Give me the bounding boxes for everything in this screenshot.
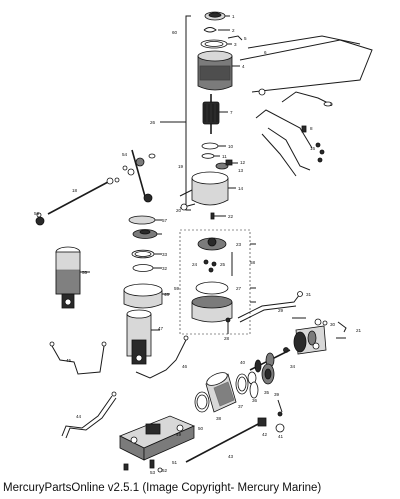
- valve-body-assembly: [179, 229, 256, 335]
- callout-6: 6: [264, 50, 267, 55]
- long-rod: [35, 177, 120, 226]
- callout-57: 57: [162, 218, 168, 223]
- callout-27: 27: [236, 286, 242, 291]
- callout-38: 38: [216, 416, 222, 421]
- callout-58: 58: [250, 260, 256, 265]
- callout-11: 11: [222, 154, 227, 159]
- callout-35: 35: [264, 390, 270, 395]
- tilt-ram: [55, 246, 90, 309]
- callout-25: 25: [220, 262, 226, 267]
- tube-45: [49, 341, 107, 375]
- callout-48: 48: [164, 292, 170, 297]
- small-valve-pin: [225, 317, 231, 334]
- callout-7: 7: [230, 110, 233, 115]
- callout-46: 46: [182, 364, 188, 369]
- callout-20: 20: [176, 208, 182, 213]
- small-fittings: [123, 459, 163, 473]
- callout-28: 28: [224, 336, 230, 341]
- callout-33: 33: [162, 252, 168, 257]
- callout-14: 14: [238, 186, 244, 191]
- end-plug: [261, 363, 275, 385]
- callout-49: 49: [176, 432, 182, 437]
- callout-29: 29: [278, 308, 284, 313]
- long-shaft: [185, 399, 285, 463]
- motor-end-cap: [204, 11, 230, 21]
- callout-2: 2: [232, 28, 235, 33]
- tube-46: [135, 335, 189, 379]
- callout-21: 21: [356, 328, 362, 333]
- motor-frame: [197, 50, 240, 91]
- callout-8: 8: [310, 126, 313, 131]
- callout-36: 36: [252, 398, 258, 403]
- callout-41: 41: [278, 434, 284, 439]
- gasket-ring: [200, 35, 243, 49]
- trim-rod-assembly: [247, 349, 291, 385]
- seal-washer: [249, 381, 259, 399]
- motor-end-housing: [179, 171, 236, 211]
- callout-19: 19: [178, 164, 184, 169]
- callout-50: 50: [198, 426, 204, 431]
- o-ring: [131, 249, 162, 259]
- callout-51: 51: [172, 460, 178, 465]
- callout-31: 31: [306, 292, 312, 297]
- cylinder-sleeve: [205, 372, 237, 413]
- o-ring-large: [194, 391, 210, 413]
- callout-labels: 1 2 3 4 5 6 7 8 9 10 11 12 13 14 16 18 1…: [34, 14, 362, 475]
- callout-44: 44: [76, 414, 82, 419]
- callout-52: 52: [162, 468, 168, 473]
- relief-valve: [122, 149, 156, 203]
- callout-13: 13: [238, 168, 244, 173]
- pivot-housing: [283, 325, 327, 355]
- thrust-washer: [201, 142, 226, 150]
- cylinder-cap: [128, 215, 162, 225]
- callout-56: 56: [34, 211, 40, 216]
- callout-32: 32: [162, 266, 168, 271]
- callout-23: 23: [236, 242, 242, 247]
- callout-24: 24: [192, 262, 198, 267]
- callout-4: 4: [242, 64, 245, 69]
- callout-1: 1: [232, 14, 235, 19]
- image-caption: MercuryPartsOnline v2.5.1 (Image Copyrig…: [3, 482, 322, 494]
- callout-40: 40: [240, 360, 246, 365]
- seal-ring: [132, 264, 162, 272]
- callout-10: 10: [228, 144, 234, 149]
- callout-16: 16: [310, 146, 316, 151]
- callout-26: 26: [150, 120, 156, 125]
- callout-45: 45: [66, 358, 72, 363]
- wire-harness: [239, 35, 373, 177]
- callout-5: 5: [244, 36, 247, 41]
- sleeve-ring: [235, 373, 249, 395]
- spring-ring: [201, 153, 220, 159]
- armature: [202, 94, 228, 134]
- callout-42: 42: [262, 432, 268, 437]
- assembly-bracket: [160, 15, 191, 211]
- callout-43: 43: [228, 454, 234, 459]
- brush-plate: [215, 159, 238, 170]
- callout-34: 34: [290, 364, 296, 369]
- callout-22: 22: [228, 214, 234, 219]
- callout-55: 55: [82, 270, 88, 275]
- callout-3: 3: [234, 42, 237, 47]
- manifold-base: [119, 415, 196, 461]
- callout-39: 39: [274, 392, 280, 397]
- end-screw: [210, 212, 226, 220]
- callout-18: 18: [72, 188, 78, 193]
- callout-54: 54: [122, 152, 128, 157]
- clip-part: [203, 27, 230, 33]
- pump-base: [123, 283, 170, 309]
- tube-44: [61, 391, 117, 439]
- callout-60: 60: [172, 30, 178, 35]
- callout-9: 9: [330, 102, 333, 107]
- callout-59: 59: [174, 286, 180, 291]
- pressure-hose: [237, 291, 347, 339]
- callout-12: 12: [240, 160, 246, 165]
- callout-47: 47: [158, 326, 164, 331]
- trim-cylinder: [126, 309, 160, 365]
- callout-30: 30: [330, 322, 336, 327]
- piston-head: [132, 229, 162, 239]
- callout-37: 37: [238, 404, 244, 409]
- callout-53: 53: [150, 470, 156, 475]
